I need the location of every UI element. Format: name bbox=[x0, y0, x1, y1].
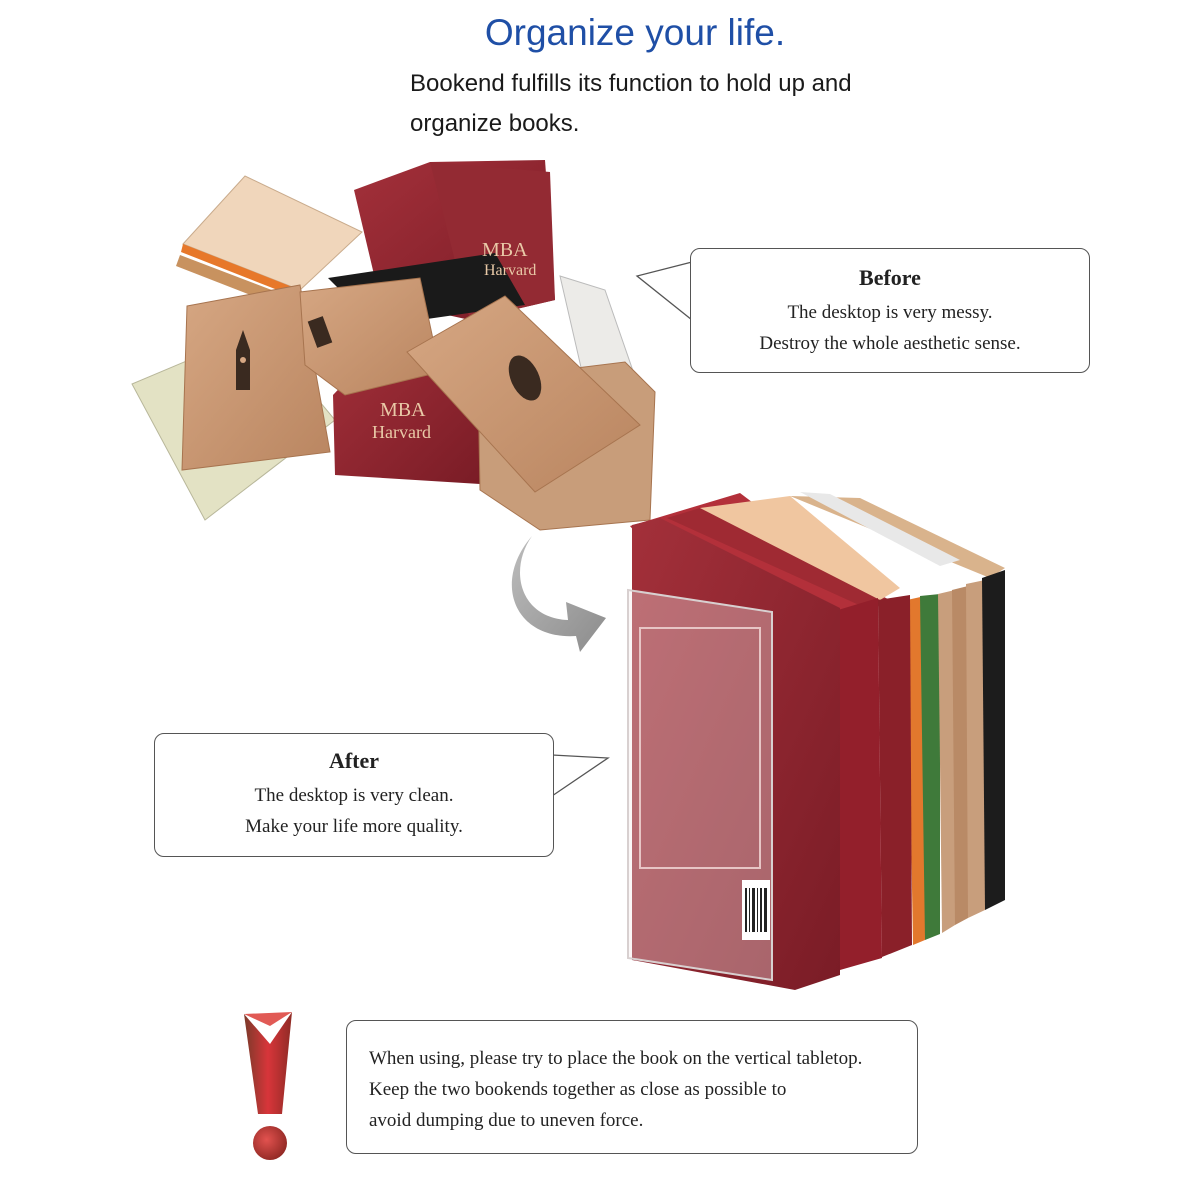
after-line: The desktop is very clean. bbox=[254, 785, 454, 806]
curved-arrow-icon bbox=[511, 536, 606, 652]
book-cover-text: MBA bbox=[482, 239, 528, 261]
after-bubble-tail bbox=[550, 754, 610, 797]
after-line: Make your life more quality. bbox=[245, 816, 463, 837]
subtitle-line: Bookend fulfills its function to hold up… bbox=[410, 70, 852, 97]
barcode-icon bbox=[742, 880, 770, 940]
book-cover-text: Harvard bbox=[372, 422, 431, 442]
note-line: Keep the two bookends together as close … bbox=[369, 1079, 787, 1100]
book-cover-text: Harvard bbox=[484, 262, 536, 279]
warning-exclamation-icon bbox=[244, 1012, 292, 1160]
after-callout: After The desktop is very clean. Make yo… bbox=[154, 733, 554, 857]
after-title: After bbox=[328, 748, 380, 773]
subtitle-line: organize books. bbox=[410, 110, 580, 137]
before-title: Before bbox=[859, 265, 921, 290]
note-line: When using, please try to place the book… bbox=[369, 1048, 863, 1069]
page-title: Organize your life. bbox=[484, 12, 786, 53]
usage-note-box: When using, please try to place the book… bbox=[346, 1020, 918, 1154]
page-subtitle: Bookend fulfills its function to hold up… bbox=[410, 64, 930, 144]
before-line: The desktop is very messy. bbox=[787, 302, 993, 323]
before-callout: Before The desktop is very messy. Destro… bbox=[690, 248, 1090, 373]
quill-drawing-icon bbox=[508, 355, 542, 401]
messy-books-photo: MBA Harvard MBA Harvard bbox=[131, 160, 656, 531]
book-cover-text: MBA bbox=[380, 399, 426, 421]
note-line: avoid dumping due to uneven force. bbox=[369, 1110, 644, 1131]
organized-books-photo bbox=[627, 492, 1005, 990]
before-bubble-tail bbox=[635, 261, 694, 321]
before-line: Destroy the whole aesthetic sense. bbox=[759, 333, 1021, 354]
tower-drawing-icon-2 bbox=[307, 316, 333, 348]
tower-drawing-icon bbox=[236, 330, 250, 390]
